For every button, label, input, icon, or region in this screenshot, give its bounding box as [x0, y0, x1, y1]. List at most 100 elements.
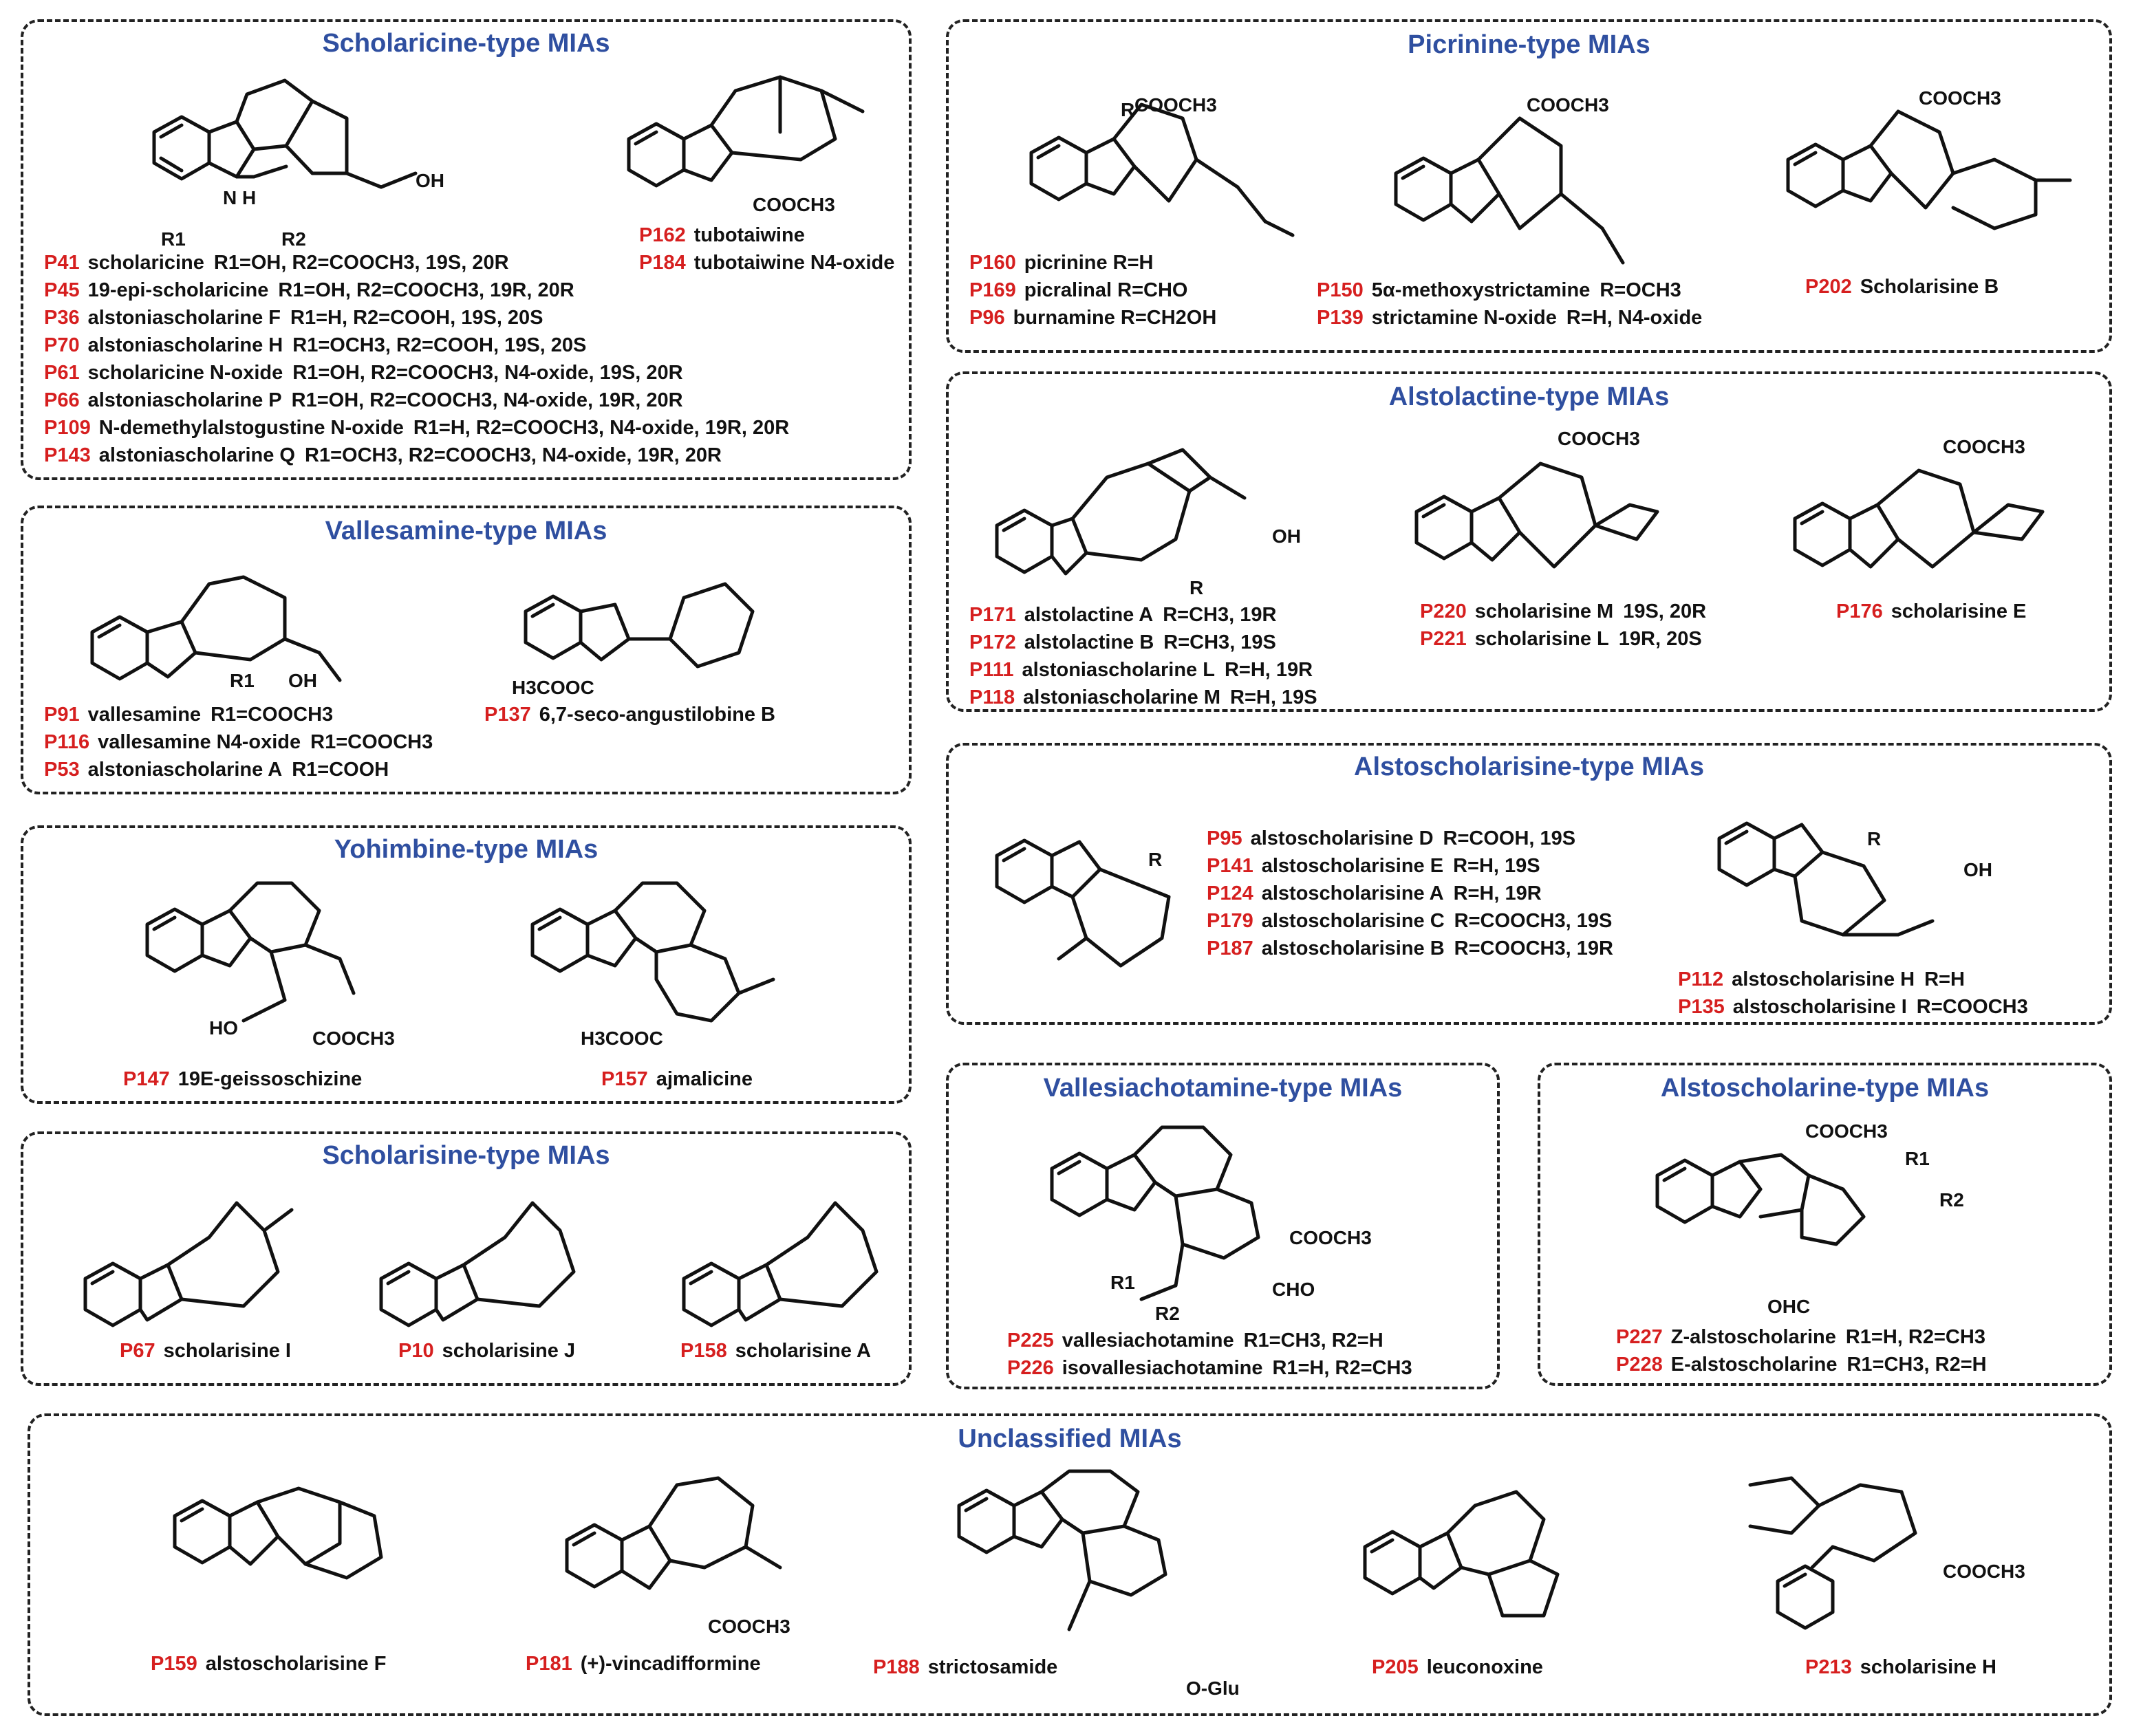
- structure-scholarisine-e: [1793, 468, 2045, 569]
- structure-scholarisine-j: [379, 1201, 576, 1327]
- label-r1: R1: [1905, 1148, 1930, 1169]
- label-ho: HO: [209, 1017, 238, 1039]
- panel-alstoscholarine: Alstoscholarine-type MIAs COOCH3 R1 R2 O…: [1538, 1063, 2112, 1386]
- label-cooch3: COOCH3: [1134, 94, 1217, 116]
- panel-vallesiachotamine: Vallesiachotamine-type MIAs COOCH3 CHO R…: [946, 1063, 1500, 1389]
- structure-scholarisine-a: [682, 1201, 879, 1327]
- panel-title: Alstoscholarisine-type MIAs: [1354, 752, 1704, 781]
- panel-title: Vallesamine-type MIAs: [325, 517, 607, 545]
- structure-geissoschizine: [145, 881, 356, 1023]
- structure-seco-angustilobine: [524, 582, 755, 669]
- label-cooch3: COOCH3: [1805, 1120, 1888, 1142]
- structure-alstoscholarisine-a: [995, 838, 1171, 968]
- label-r: R: [1189, 577, 1204, 598]
- label-r: R: [1148, 849, 1163, 870]
- panel-scholaricine: Scholaricine-type MIAs N H OH R1 R2 COOC…: [21, 19, 912, 480]
- label-nh: N H: [223, 187, 257, 208]
- label-cooch3: COOCH3: [753, 194, 835, 215]
- structure-scholarisine-m: [1414, 462, 1659, 569]
- panel-title: Alstoscholarine-type MIAs: [1660, 1074, 1990, 1103]
- structure-vallesamine: [90, 575, 342, 682]
- panel-title: Yohimbine-type MIAs: [334, 835, 599, 864]
- panel-title: Alstolactine-type MIAs: [1388, 382, 1670, 411]
- label-cho: CHO: [1272, 1279, 1315, 1300]
- label-oh: OH: [1272, 525, 1301, 547]
- label-r2: R2: [1155, 1303, 1180, 1324]
- structure-picrinine: [1029, 102, 1295, 237]
- structure-alstoscholarine: [1655, 1153, 1866, 1246]
- label-r1: R1: [161, 228, 186, 250]
- structure-scholarisine-b: [1786, 109, 2072, 230]
- structure-vincadifformine: [565, 1476, 782, 1590]
- structure-ajmalicine: [530, 881, 775, 1023]
- label-cooch3: COOCH3: [1289, 1227, 1372, 1248]
- panel-title: Scholaricine-type MIAs: [322, 29, 610, 58]
- entries-b: P181(+)-vincadifformine: [526, 1650, 761, 1678]
- structure-alstolactine: [995, 448, 1247, 576]
- structure-scholarisine-i: [83, 1201, 294, 1327]
- label-r1: R1: [230, 670, 255, 691]
- label-r: R: [1867, 828, 1882, 849]
- label-oh: OH: [288, 670, 317, 691]
- label-r1: R1: [1110, 1272, 1135, 1293]
- label-cooch3: COOCH3: [1943, 1561, 2025, 1582]
- label-cooch3: COOCH3: [1527, 94, 1609, 116]
- panel-title: Picrinine-type MIAs: [1408, 30, 1650, 59]
- entry: P181(+)-vincadifformine: [526, 1653, 761, 1675]
- structure-alstoscholarisine-f: [173, 1486, 383, 1580]
- label-h3cooc: H3COOC: [512, 677, 594, 698]
- structure-strictosamide: [957, 1469, 1167, 1631]
- panel-title: Scholarisine-type MIAs: [322, 1141, 610, 1170]
- label-r2: R2: [1939, 1189, 1964, 1211]
